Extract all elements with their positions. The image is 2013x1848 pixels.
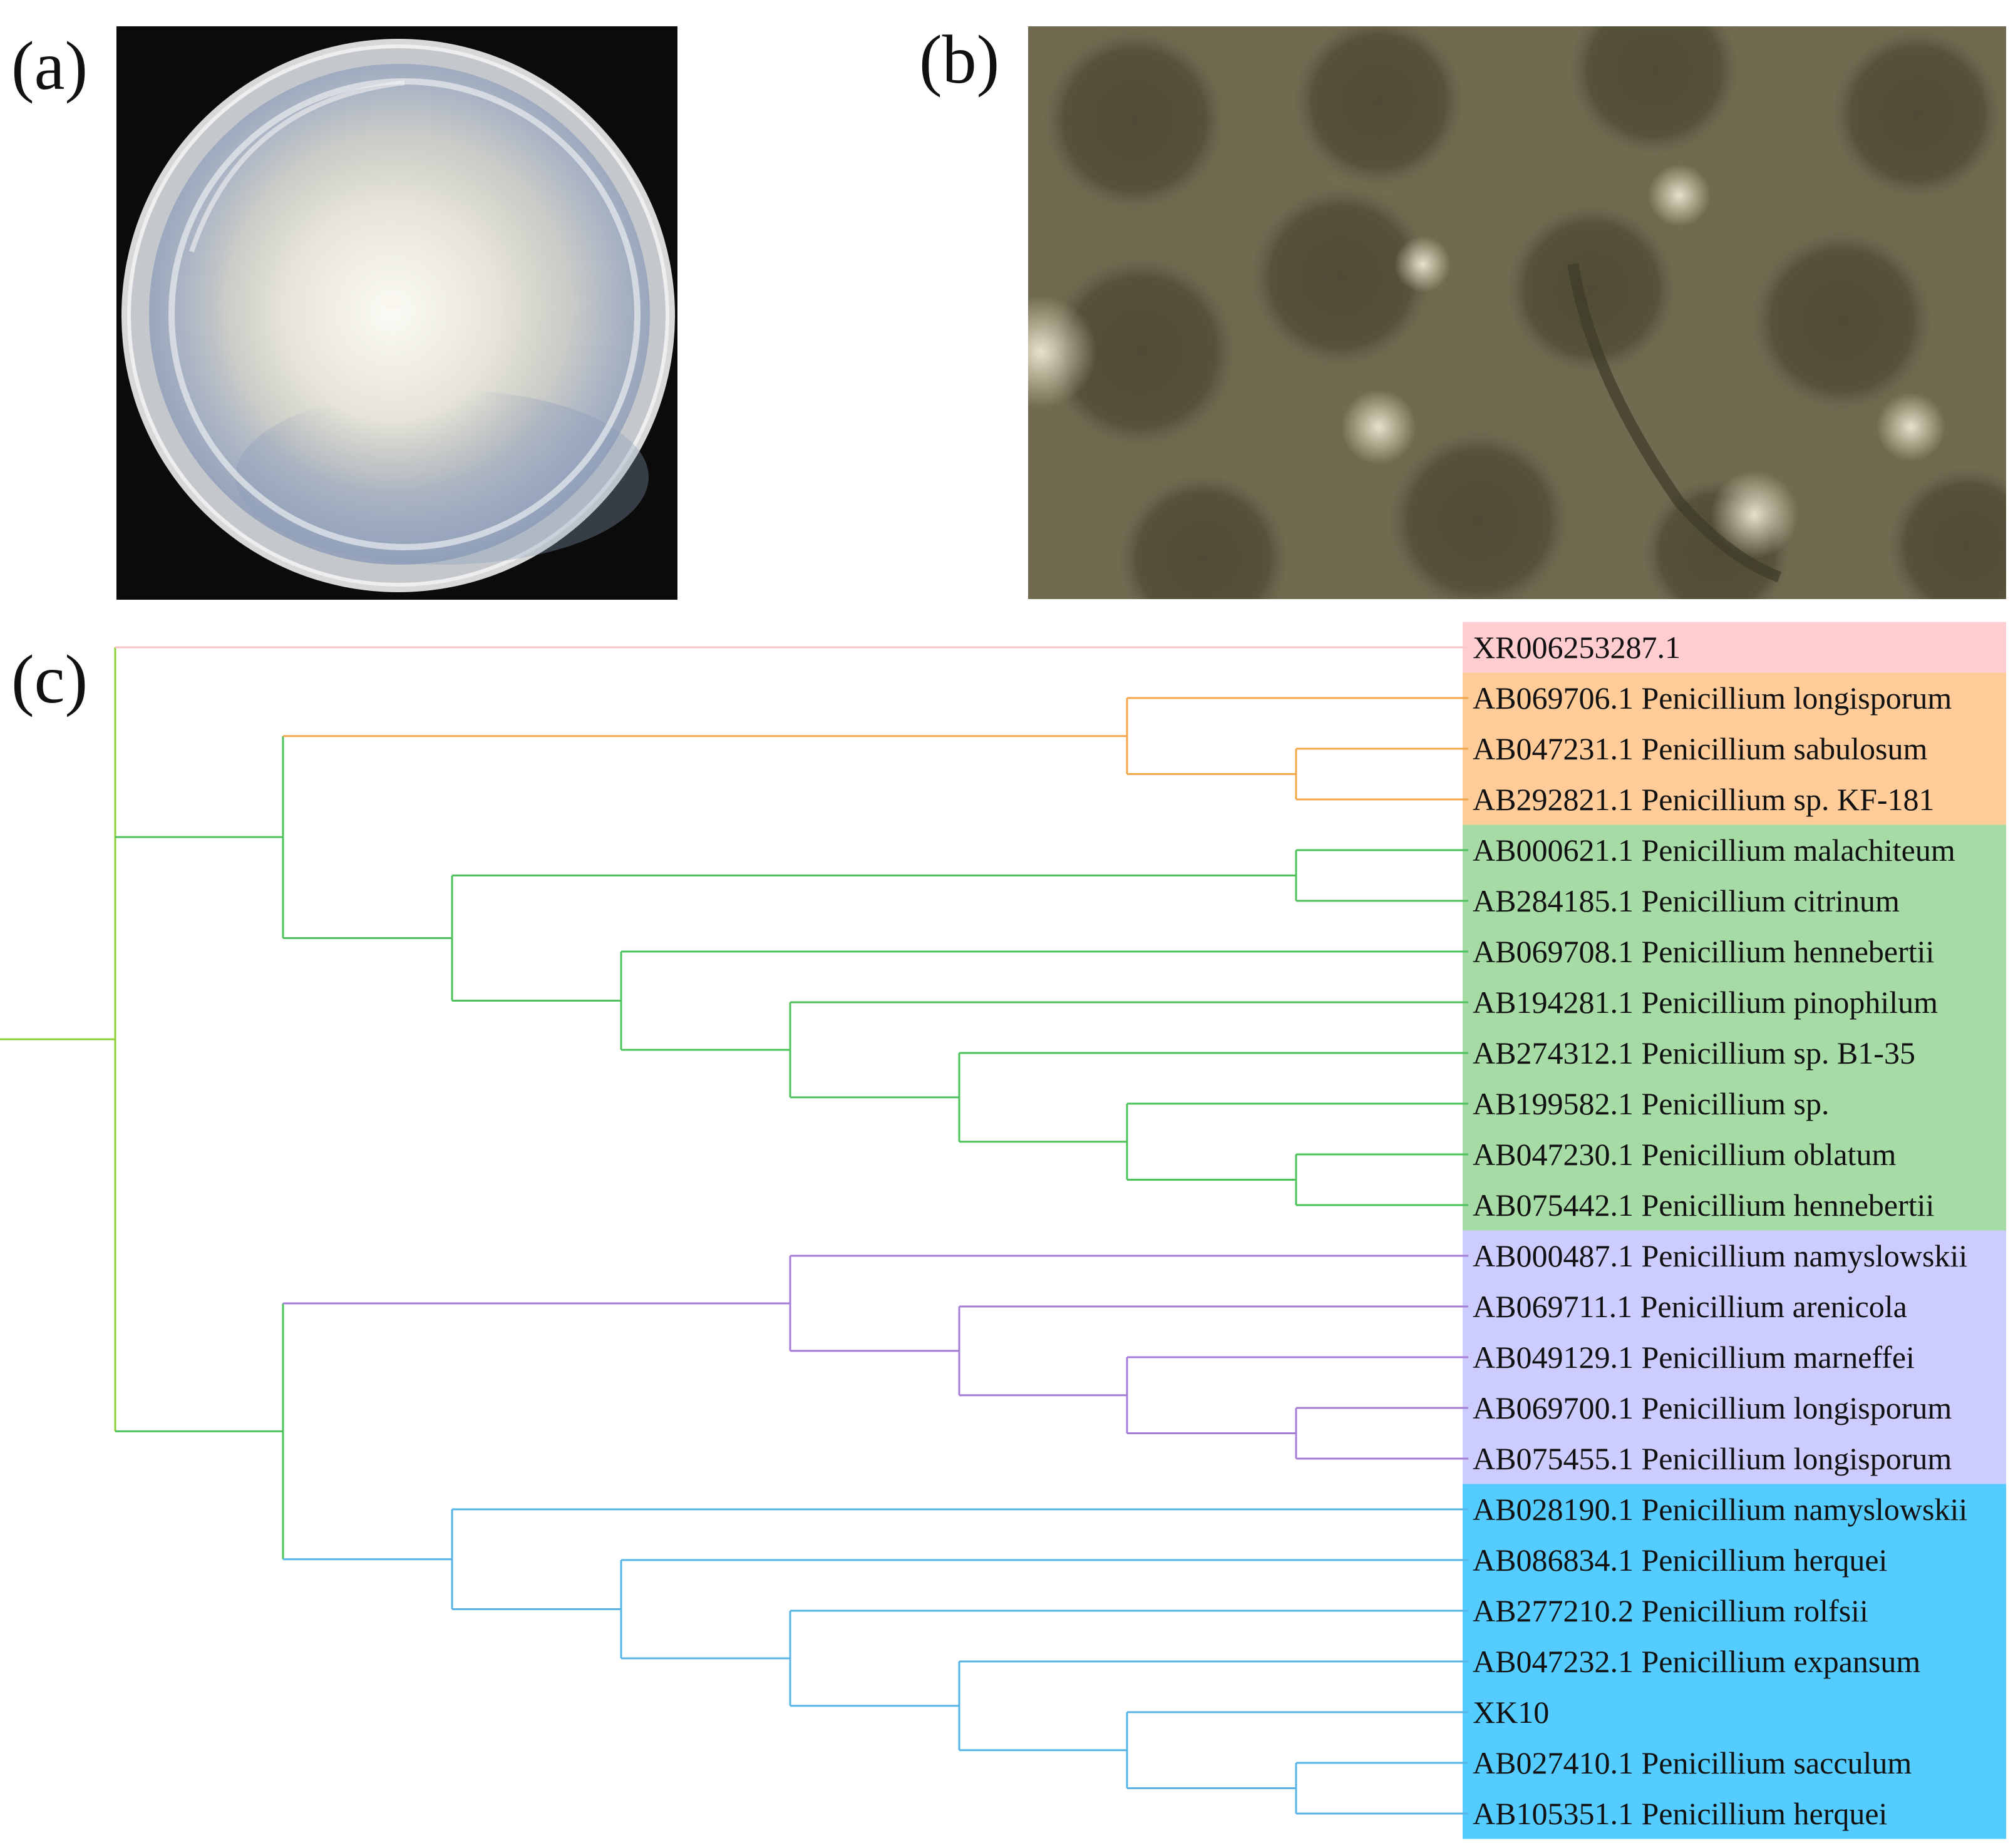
leaf-label: AB069706.1 Penicillium longisporum: [1473, 680, 1952, 716]
panel-label-a: (a): [11, 28, 88, 104]
leaf-label: AB075442.1 Penicillium hennebertii: [1473, 1188, 1934, 1223]
leaf-label: AB028190.1 Penicillium namyslowskii: [1473, 1492, 1967, 1527]
leaf-label: AB199582.1 Penicillium sp.: [1473, 1086, 1829, 1121]
leaf-label: AB277210.2 Penicillium rolfsii: [1473, 1593, 1868, 1628]
leaf-label: XR006253287.1: [1473, 630, 1681, 665]
clade-box-orange: [1463, 672, 2006, 825]
leaf-label: AB069708.1 Penicillium hennebertii: [1473, 934, 1934, 969]
leaf-label: AB105351.1 Penicillium herquei: [1473, 1796, 1887, 1831]
leaf-label: AB047232.1 Penicillium expansum: [1473, 1644, 1920, 1679]
tree-branches: [0, 646, 1468, 1815]
clade-box-green: [1463, 824, 2006, 1231]
clade-box-pink: [1463, 622, 2006, 673]
leaf-label: AB075455.1 Penicillium longisporum: [1473, 1441, 1952, 1476]
petri-dish-photo: [116, 26, 677, 600]
clade-box-blue: [1463, 1484, 2006, 1839]
leaf-label: AB086834.1 Penicillium herquei: [1473, 1543, 1887, 1578]
leaf-label: AB000487.1 Penicillium namyslowskii: [1473, 1238, 1967, 1273]
leaf-label: AB069700.1 Penicillium longisporum: [1473, 1390, 1952, 1425]
leaf-label: AB047230.1 Penicillium oblatum: [1473, 1137, 1896, 1172]
leaf-label: AB000621.1 Penicillium malachiteum: [1473, 833, 1955, 868]
clade-highlight-boxes: [1463, 622, 2006, 1839]
leaf-label: AB069711.1 Penicillium arenicola: [1473, 1289, 1907, 1324]
panel-label-b: (b): [919, 21, 1000, 98]
leaf-label: AB274312.1 Penicillium sp. B1-35: [1473, 1035, 1915, 1070]
leaf-label: AB049129.1 Penicillium marneffei: [1473, 1340, 1915, 1375]
panel-label-c: (c): [11, 641, 88, 717]
microscope-colonies-photo: [1028, 26, 2006, 599]
leaf-label: XK10: [1473, 1695, 1549, 1730]
leaf-label: AB284185.1 Penicillium citrinum: [1473, 883, 1900, 918]
leaf-label: AB292821.1 Penicillium sp. KF-181: [1473, 782, 1935, 817]
leaf-label: AB194281.1 Penicillium pinophilum: [1473, 985, 1938, 1020]
leaf-label: AB047231.1 Penicillium sabulosum: [1473, 731, 1928, 766]
clade-box-purple: [1463, 1230, 2006, 1484]
leaf-label: AB027410.1 Penicillium sacculum: [1473, 1745, 1912, 1780]
